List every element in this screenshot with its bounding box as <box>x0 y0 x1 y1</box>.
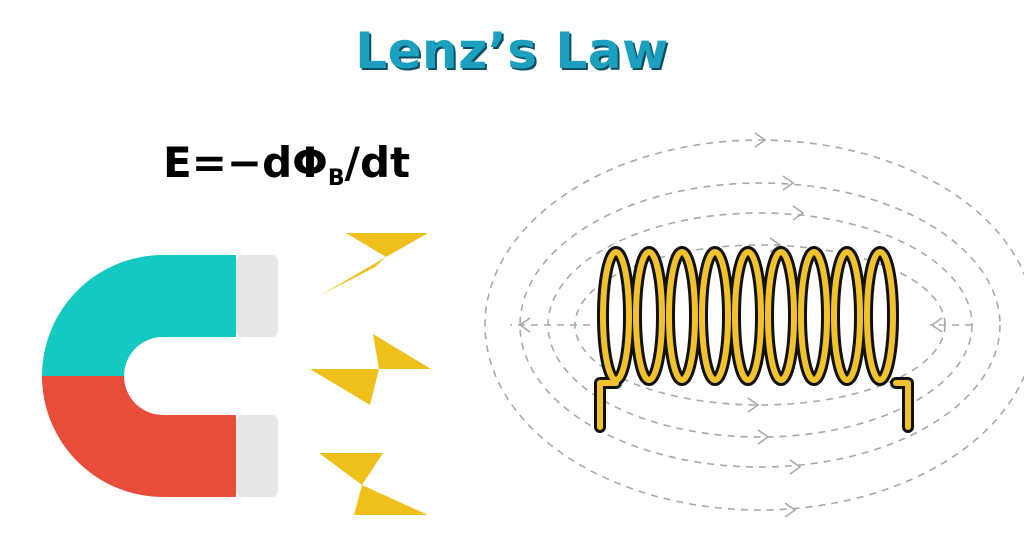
magnet-south-pole <box>236 415 278 497</box>
field-line <box>519 182 1001 468</box>
lightning-bolt-icon <box>310 334 431 405</box>
lightning-bolts <box>310 233 431 515</box>
emf-formula: E=−dΦB/dt <box>163 138 410 191</box>
arrow-head <box>930 317 943 333</box>
arrow-head <box>792 205 805 221</box>
arrow-head <box>747 397 760 413</box>
arrow-head <box>754 132 767 148</box>
arrow-head <box>784 502 797 518</box>
field-line <box>484 139 1024 511</box>
lightning-bolt-icon <box>319 233 428 296</box>
arrow-head <box>789 459 802 475</box>
solenoid-coil-icon <box>594 246 914 433</box>
horseshoe-magnet-icon <box>42 255 278 497</box>
formula-prefix: E=−dΦ <box>163 138 328 187</box>
magnet-north-arm <box>42 255 236 376</box>
magnet-north-pole <box>236 255 278 337</box>
arrow-head <box>757 429 770 445</box>
page-title: Lenz’s Law <box>355 22 669 80</box>
arrow-head <box>782 175 795 191</box>
arrow-head <box>518 317 531 333</box>
magnet-south-arm <box>42 376 236 497</box>
arrow-head <box>769 237 782 253</box>
lightning-bolt-icon <box>319 453 428 515</box>
formula-subscript: B <box>327 166 345 191</box>
formula-suffix: /dt <box>344 138 411 187</box>
field-lines <box>484 139 1024 511</box>
field-arrows <box>518 132 943 518</box>
